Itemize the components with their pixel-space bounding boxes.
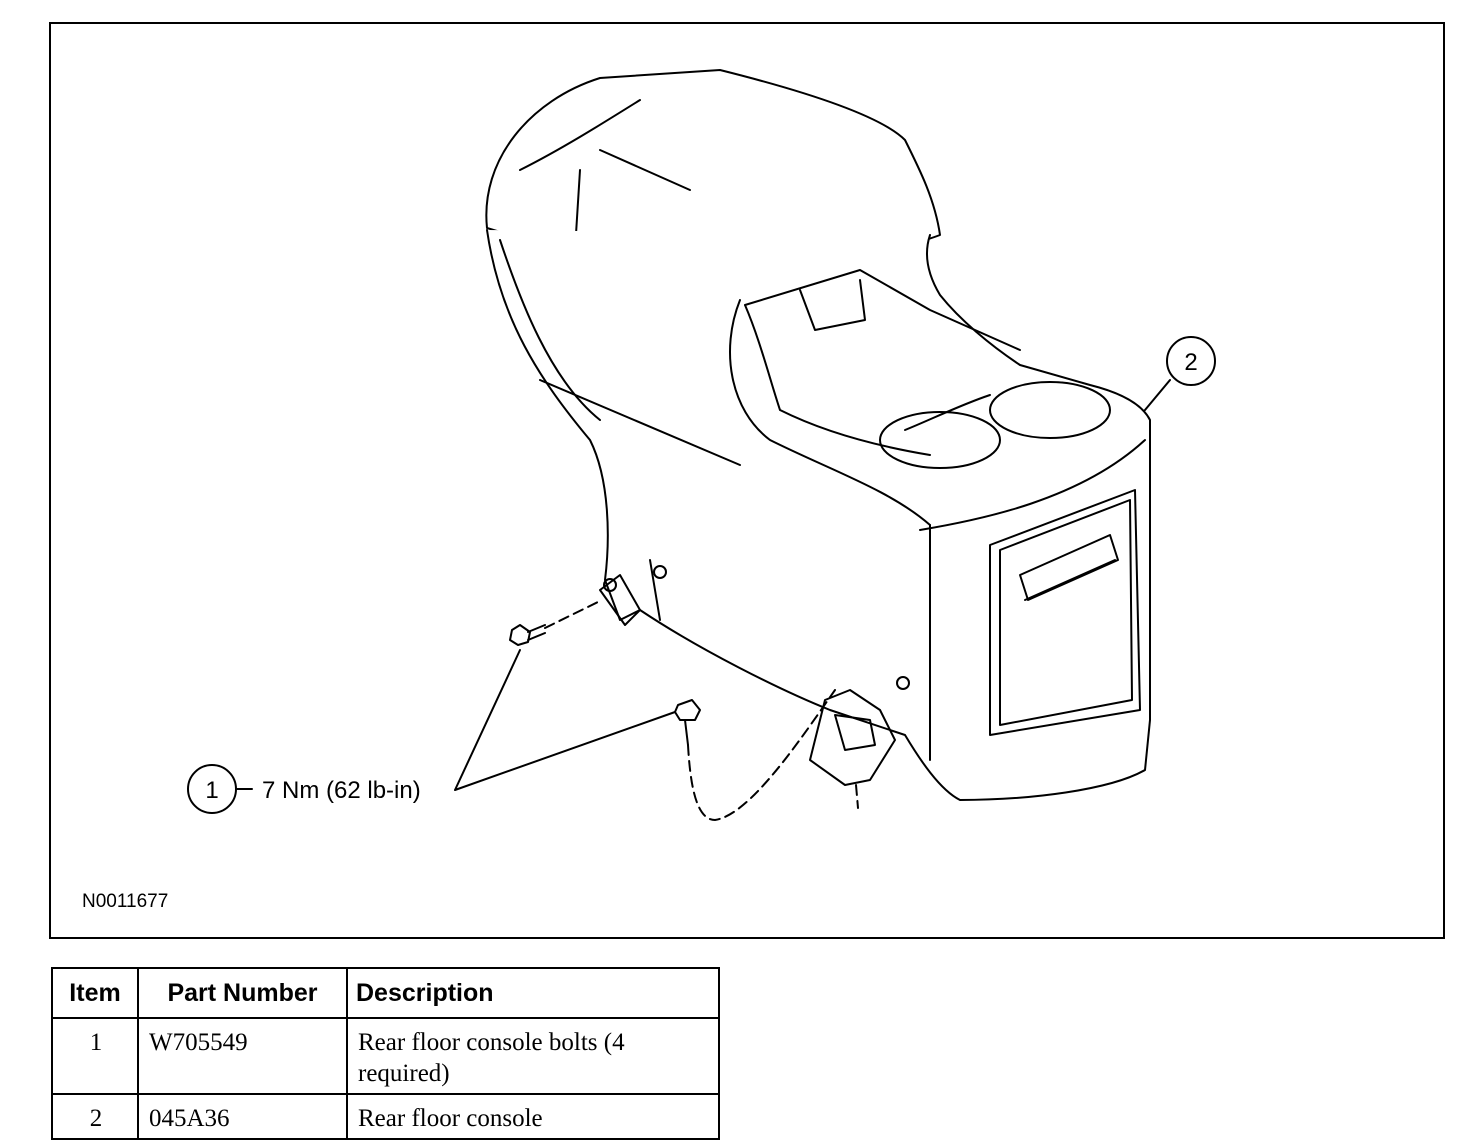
bolt-upper	[509, 624, 546, 646]
callout-2-number: 2	[1184, 349, 1197, 376]
cell-description: Rear floor console bolts (4 required)	[346, 1017, 720, 1095]
callout-1-label: 7 Nm (62 lb-in)	[262, 777, 421, 804]
header-description: Description	[346, 967, 720, 1019]
cell-part-number: W705549	[137, 1017, 348, 1095]
cell-description: Rear floor console	[346, 1093, 720, 1140]
table-row: 1 W705549 Rear floor console bolts (4 re…	[51, 1017, 720, 1095]
header-item: Item	[51, 967, 139, 1019]
exploded-view-drawing: 1 7 Nm (62 lb-in) 2 N0011677	[82, 69, 1216, 912]
mounting-hole-left	[603, 578, 617, 592]
header-part-number: Part Number	[137, 967, 348, 1019]
cell-part-number: 045A36	[137, 1093, 348, 1140]
mounting-hole-rear	[653, 565, 667, 579]
cup-holder-right	[989, 381, 1111, 439]
table-header-row: Item Part Number Description	[51, 967, 720, 1019]
callout-2-leader	[1144, 379, 1171, 411]
cell-item: 2	[51, 1093, 139, 1140]
callout-1-number: 1	[205, 777, 218, 804]
table-row: 2 045A36 Rear floor console	[51, 1093, 720, 1140]
figure-id: N0011677	[82, 891, 168, 912]
callout-1-circle	[187, 764, 237, 814]
cell-item: 1	[51, 1017, 139, 1095]
callout-1-leader	[236, 649, 676, 791]
callout-2-circle	[1166, 336, 1216, 386]
console-body	[486, 229, 1151, 801]
bolt-lower	[674, 699, 701, 746]
diagram-frame	[49, 22, 1445, 939]
mounting-hole-front	[896, 676, 910, 690]
cup-holder-left	[879, 411, 1001, 469]
parts-table: Item Part Number Description 1 W705549 R…	[51, 967, 720, 1140]
